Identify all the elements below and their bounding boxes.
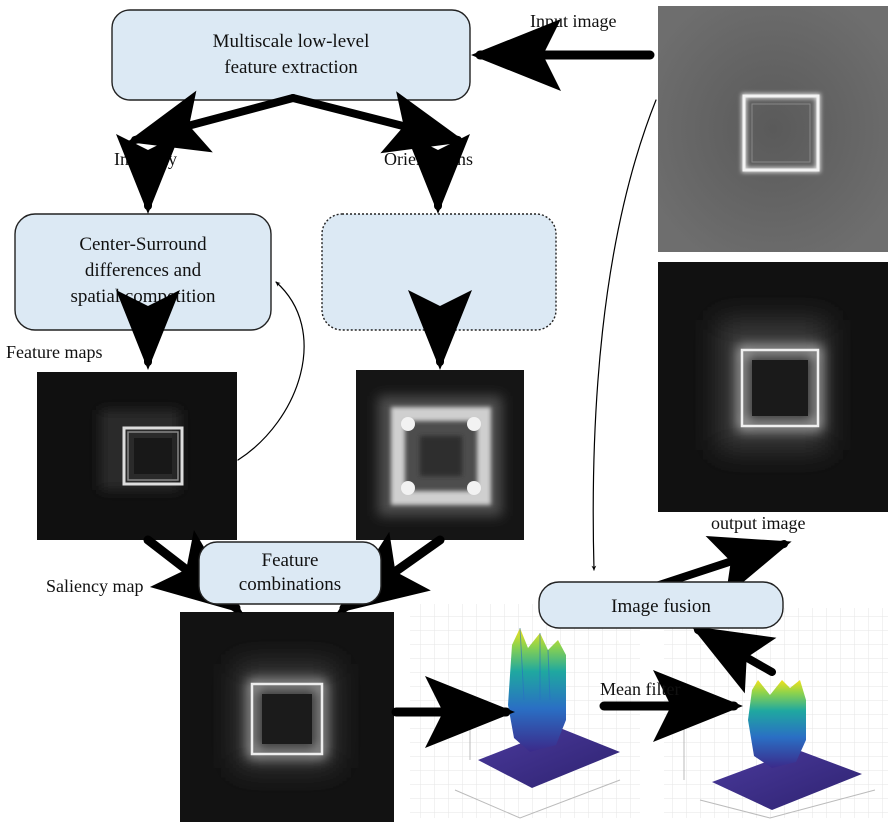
extraction-box-line1: Multiscale low-level <box>213 31 370 52</box>
intensity-label: Intensity <box>114 149 177 169</box>
extraction-box-line2: feature extraction <box>224 57 358 78</box>
center-surround-box: Center-Surround differences and spatial … <box>14 213 272 331</box>
center-surround-line2: differences and <box>85 260 202 281</box>
intensity-feature-map <box>37 372 237 540</box>
feature-combinations-line2: combinations <box>239 574 341 595</box>
output-image-label: output image <box>711 513 805 533</box>
output-image <box>658 262 888 512</box>
mean-filter-label: Mean filter <box>600 679 680 699</box>
orientations-label: Orientations <box>384 149 473 169</box>
saliency-map-label: Saliency map <box>46 576 143 596</box>
feature-combinations-line1: Feature <box>262 550 319 571</box>
center-surround-line1: Center-Surround <box>79 234 207 255</box>
input-image-label: Input image <box>530 11 616 31</box>
orientation-feature-map <box>356 370 524 540</box>
image-fusion-label: Image fusion <box>611 596 711 617</box>
saliency-map-image <box>180 612 394 822</box>
extraction-box: Multiscale low-level feature extraction <box>111 9 471 101</box>
input-image <box>658 6 888 252</box>
feature-combinations-box: Feature combinations <box>198 541 382 605</box>
surface-plot-after <box>664 608 888 819</box>
feature-maps-label: Feature maps <box>6 342 102 362</box>
orientation-process-box <box>321 213 557 331</box>
center-surround-line3: spatial competition <box>70 286 216 307</box>
image-fusion-box: Image fusion <box>538 581 784 629</box>
